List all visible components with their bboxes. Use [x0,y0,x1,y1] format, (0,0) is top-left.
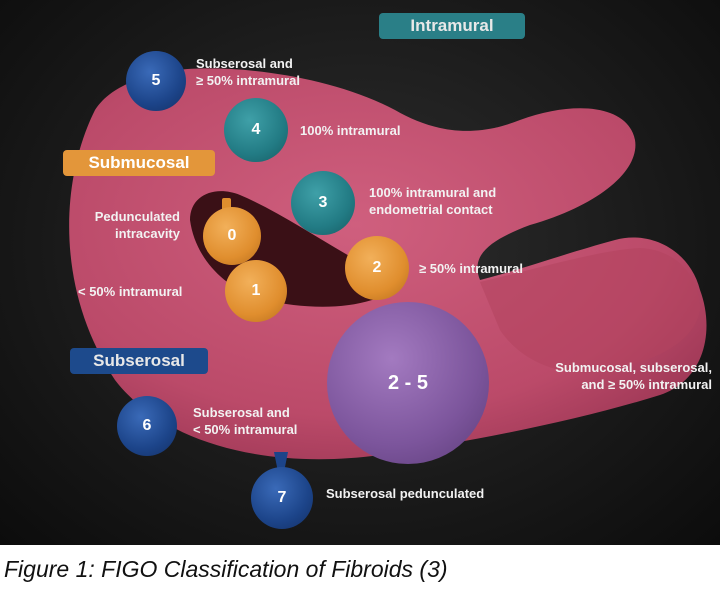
fibroid-0-label: Pedunculated intracavity [94,209,180,241]
figo-diagram: Intramural Submucosal Subserosal 5 4 3 0… [0,0,720,545]
fibroid-5: 5 [126,51,186,111]
fibroid-7: 7 [251,467,313,529]
uterus-shading [480,248,700,373]
fibroid-1-label: < 50% intramural [78,284,183,299]
intramural-tag: Intramural [379,13,525,39]
fibroid-6-label: Subserosal and < 50% intramural [193,405,298,437]
fibroid-4: 4 [224,98,288,162]
fibroid-2-5: 2 - 5 [327,302,489,464]
fibroid-2: 2 [345,236,409,300]
fibroid-0: 0 [203,207,261,265]
fibroid-6: 6 [117,396,177,456]
fibroid-7-label: Subserosal pedunculated [326,486,485,501]
fibroid-3-label: 100% intramural and endometrial contact [369,185,497,217]
figure-caption: Figure 1: FIGO Classification of Fibroid… [4,556,448,582]
submucosal-tag: Submucosal [63,150,215,176]
fibroid-4-label: 100% intramural [300,123,401,138]
fibroid-2-label: ≥ 50% intramural [419,261,523,276]
fibroid-1: 1 [225,260,287,322]
fibroid-5-label: Subserosal and ≥ 50% intramural [196,56,300,88]
fibroid-3: 3 [291,171,355,235]
subserosal-tag: Subserosal [70,348,208,374]
fibroid-2-5-label: Submucosal, subserosal, and ≥ 50% intram… [555,360,712,392]
